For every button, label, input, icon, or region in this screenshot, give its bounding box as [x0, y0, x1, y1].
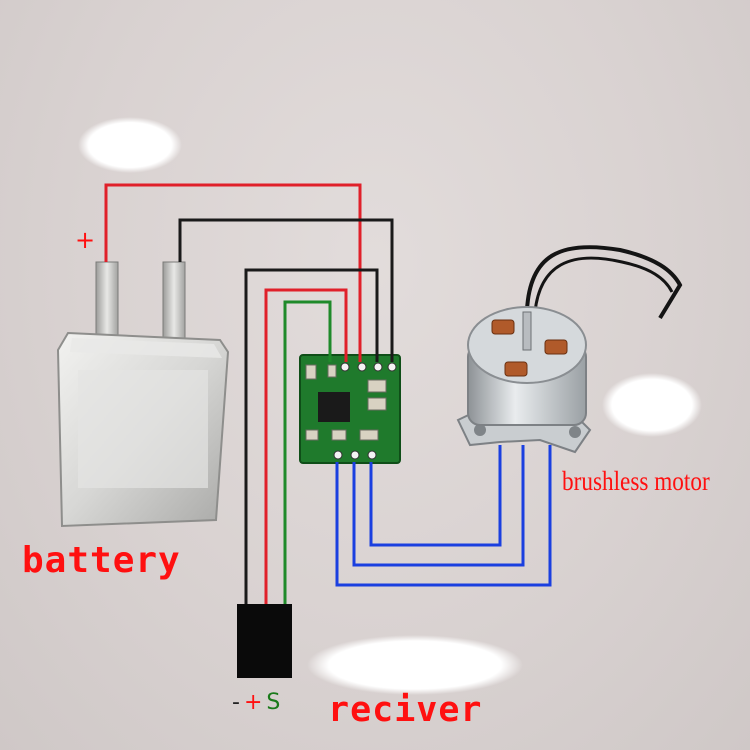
battery-tab-negative — [162, 261, 186, 345]
receiver-plus-wire — [264, 288, 348, 604]
white-patch-top — [78, 117, 182, 173]
receiver-minus-wire — [244, 268, 379, 604]
receiver-pin-signal: S — [266, 690, 281, 715]
esc-components — [305, 364, 387, 441]
battery-top-fold — [70, 338, 222, 358]
receiver-connector — [237, 604, 292, 678]
battery-plus-label: + — [75, 226, 96, 254]
battery-negative-wire — [178, 218, 394, 362]
motor-label: brushless motor — [562, 466, 710, 496]
motor-windings — [491, 319, 568, 377]
receiver-pin-plus: + — [243, 690, 263, 715]
motor-phase-wire-a — [369, 445, 502, 547]
receiver-signal-wire — [283, 300, 332, 604]
esc-chip — [318, 392, 350, 422]
battery-label: battery — [22, 540, 181, 581]
battery-face — [78, 370, 208, 488]
receiver-label: reciver — [328, 690, 483, 730]
motor-phase-wire-b — [352, 445, 525, 567]
esc-pads — [333, 362, 397, 460]
motor-phase-wire-c — [335, 445, 552, 587]
motor-phase-wires — [335, 445, 552, 587]
receiver-pin-labels: -+S — [232, 690, 284, 715]
receiver-pin-minus: - — [232, 690, 240, 715]
esc-board — [299, 354, 401, 464]
battery — [56, 261, 230, 528]
motor-shaft — [522, 311, 532, 351]
white-patch-right — [602, 373, 702, 437]
brushless-motor — [456, 245, 683, 454]
battery-tab-positive — [95, 261, 119, 345]
white-patch-bottom — [307, 635, 523, 695]
battery-positive-wire — [104, 183, 362, 362]
motor-lead-wires — [525, 245, 683, 320]
